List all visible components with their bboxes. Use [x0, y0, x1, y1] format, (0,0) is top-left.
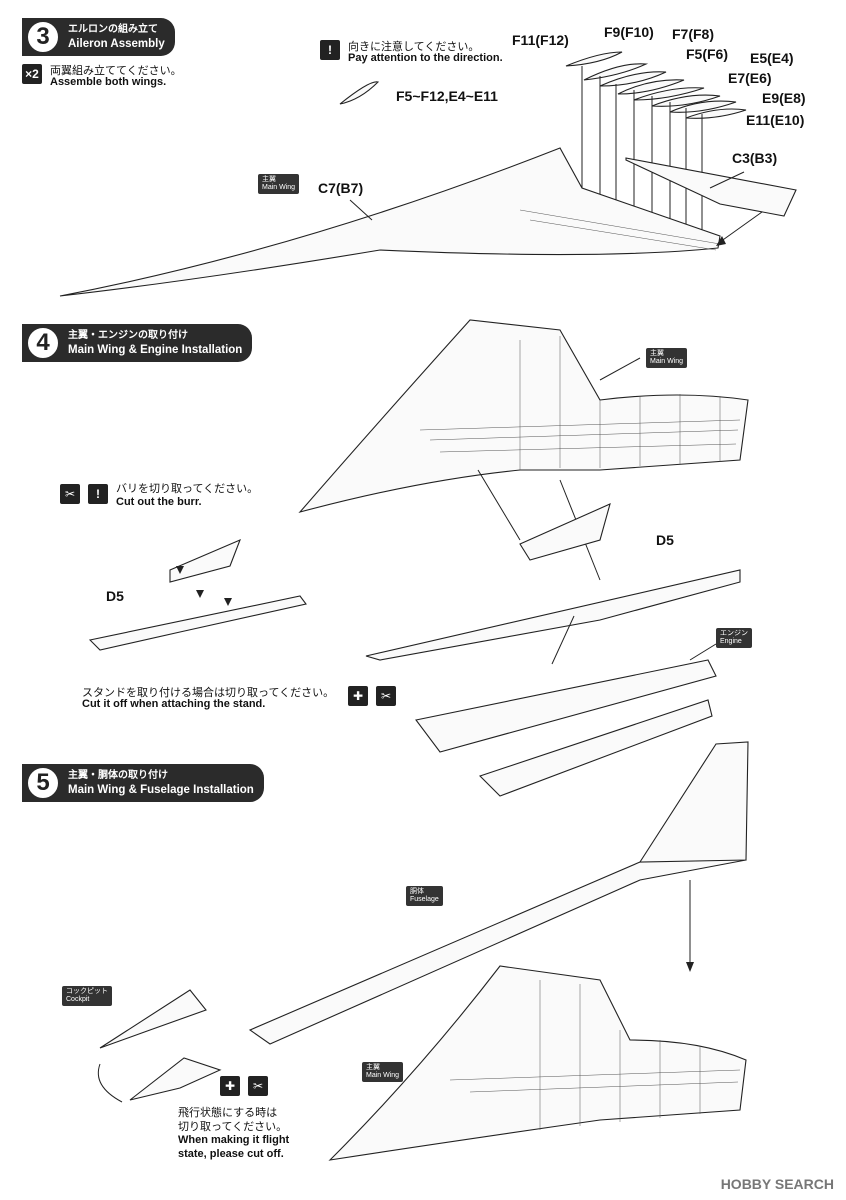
part-e7: E7(E6): [728, 70, 772, 86]
burr-note-en: Cut out the burr.: [116, 496, 202, 508]
part-e9: E9(E8): [762, 90, 806, 106]
engine-tag-en: Engine: [720, 638, 742, 645]
step5-number: 5: [26, 766, 60, 800]
part-c3: C3(B3): [732, 150, 778, 166]
aileron-guide-lines: [581, 66, 703, 236]
engine-tag-jp: エンジン: [720, 630, 748, 637]
part-e11: E11(E10): [746, 112, 805, 128]
fuselage-tag: 胴体 Fuselage: [406, 886, 443, 906]
wing-panel-lines: [419, 336, 741, 470]
cut-tool-icon: ✂: [376, 686, 396, 706]
wing-tag-en: Main Wing: [650, 358, 684, 365]
assemble-note-en: Assemble both wings.: [50, 76, 167, 88]
cockpit-tag-en: Cockpit: [66, 996, 90, 1003]
fuselage-tag-en: Fuselage: [410, 896, 439, 903]
swap-arrow: [97, 1063, 123, 1103]
part-f9: F9(F10): [604, 24, 654, 40]
wing-panel-c3: [625, 157, 797, 217]
cut-tool-icon: ✂: [248, 1076, 268, 1096]
burr-note-jp: バリを切り取ってください。: [116, 483, 259, 495]
stand-icon: ✚: [348, 686, 368, 706]
wing-tag-jp: 主翼: [262, 176, 276, 183]
step3-header: 3 エルロンの組み立て Aileron Assembly: [22, 18, 175, 56]
part-f5: F5(F6): [686, 46, 728, 62]
flight-note-en-1: When making it flight: [178, 1134, 290, 1146]
cut-tool-icon: ✂: [60, 484, 80, 504]
wing-tag-jp: 主翼: [650, 350, 664, 357]
part-f7: F7(F8): [672, 26, 714, 42]
attention-en: Pay attention to the direction.: [348, 52, 503, 64]
step4-number: 4: [26, 326, 60, 360]
part-d5-right-shape: [365, 569, 741, 661]
step3-title-en: Aileron Assembly: [68, 38, 165, 50]
stand-note-jp: スタンドを取り付ける場合は切り取ってください。: [82, 687, 335, 699]
parts-range-label: F5~F12,E4~E11: [396, 88, 498, 104]
arrow-down-icons: [176, 566, 232, 606]
step4-title-en: Main Wing & Engine Installation: [68, 344, 243, 356]
stand-note-en: Cut it off when attaching the stand.: [82, 698, 266, 710]
fuselage-tag-jp: 胴体: [410, 888, 424, 895]
step3-title-jp: エルロンの組み立て: [68, 24, 158, 35]
step3-number: 3: [26, 20, 60, 54]
stand-icon: ✚: [220, 1076, 240, 1096]
engine-nacelles: [415, 659, 717, 797]
multiplier-badge: ×2: [22, 64, 42, 84]
main-wing-tag-step4: 主翼 Main Wing: [646, 348, 688, 368]
step4-header: 4 主翼・エンジンの取り付け Main Wing & Engine Instal…: [22, 324, 253, 362]
step5-title-en: Main Wing & Fuselage Installation: [68, 784, 254, 796]
cockpit-tag-jp: コックピット: [66, 988, 108, 995]
assemble-note-jp: 両翼組み立ててください。: [50, 65, 182, 77]
main-wing-tag-step5: 主翼 Main Wing: [362, 1062, 404, 1082]
cockpit-part-lower: [129, 1057, 222, 1101]
step4-title-jp: 主翼・エンジンの取り付け: [68, 330, 188, 341]
cockpit-tag: コックピット Cockpit: [62, 986, 112, 1006]
leader-engine: [689, 643, 717, 661]
flight-note-jp-2: 切り取ってください。: [178, 1121, 288, 1133]
wing-tag-en: Main Wing: [262, 184, 296, 191]
fuselage-shape: [248, 839, 747, 1045]
aileron-part-loose: [339, 81, 380, 105]
step5-header: 5 主翼・胴体の取り付け Main Wing & Fuselage Instal…: [22, 764, 264, 802]
watermark: HOBBY SEARCH: [720, 1176, 834, 1192]
leader-c7: [349, 199, 373, 221]
part-d5-left: D5: [106, 588, 124, 604]
engine-tag: エンジン Engine: [716, 628, 752, 648]
attention-icon: !: [88, 484, 108, 504]
flight-note-en-2: state, please cut off.: [178, 1148, 284, 1160]
leader-main-wing: [599, 357, 641, 381]
assembly-line: [551, 615, 575, 665]
part-d5-left-shape: [88, 595, 307, 651]
assembly-line: [477, 469, 521, 541]
main-wing-tag-step3: 主翼 Main Wing: [258, 174, 300, 194]
attention-jp: 向きに注意してください。: [348, 41, 480, 53]
attention-icon: !: [320, 40, 340, 60]
part-d5-right: D5: [656, 532, 674, 548]
part-e5: E5(E4): [750, 50, 794, 66]
wing-tag-en: Main Wing: [366, 1072, 400, 1079]
cockpit-part-upper: [99, 989, 207, 1049]
assembly-line: [559, 479, 601, 581]
part-f11: F11(F12): [512, 32, 569, 48]
leader-c3: [709, 171, 745, 189]
arrow-c3: [719, 211, 763, 243]
step5-title-jp: 主翼・胴体の取り付け: [68, 770, 168, 781]
wing-tag-jp: 主翼: [366, 1064, 380, 1071]
tail-fin-shape: [638, 741, 749, 863]
main-wing-step3: [59, 147, 721, 297]
wing-part-label: C7(B7): [318, 180, 364, 196]
flight-note-jp-1: 飛行状態にする時は: [178, 1107, 278, 1119]
